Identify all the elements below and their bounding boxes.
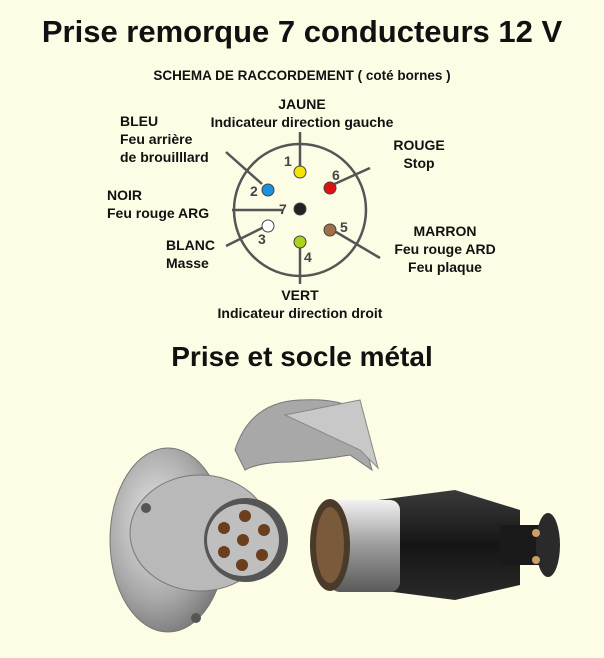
svg-text:7: 7: [279, 201, 287, 217]
diagram-subtitle: SCHEMA DE RACCORDEMENT ( coté bornes ): [153, 68, 451, 83]
pin-5-brown: [323, 223, 337, 237]
plug: [310, 490, 560, 600]
pin-1-yellow: [293, 165, 307, 179]
label-jaune: JAUNE Indicateur direction gauche: [210, 96, 394, 130]
svg-text:2: 2: [250, 183, 258, 199]
label-vert: VERT Indicateur direction droit: [217, 287, 383, 321]
section-title: Prise et socle métal: [171, 341, 433, 372]
label-blanc: BLANC Masse: [166, 237, 215, 271]
svg-text:5: 5: [340, 219, 348, 235]
pin-4-green: [293, 235, 307, 249]
svg-text:1: 1: [284, 153, 292, 169]
page-title: Prise remorque 7 conducteurs 12 V: [41, 14, 563, 49]
pin-2-blue: [261, 183, 275, 197]
pin-6-red: [323, 181, 337, 195]
label-noir: NOIR Feu rouge ARG: [107, 187, 210, 221]
connector-diagram: 1 2 3 4 5 6 7: [225, 132, 381, 284]
label-marron: MARRON Feu rouge ARD Feu plaque: [394, 223, 496, 275]
label-bleu: BLEU Feu arrière de brouilllard: [120, 113, 209, 165]
pin-3-white: [261, 219, 275, 233]
socket: [109, 399, 379, 633]
svg-text:4: 4: [304, 249, 312, 265]
svg-text:3: 3: [258, 231, 266, 247]
pin-7-black: [293, 202, 307, 216]
svg-text:6: 6: [332, 167, 340, 183]
label-rouge: ROUGE Stop: [393, 137, 445, 171]
